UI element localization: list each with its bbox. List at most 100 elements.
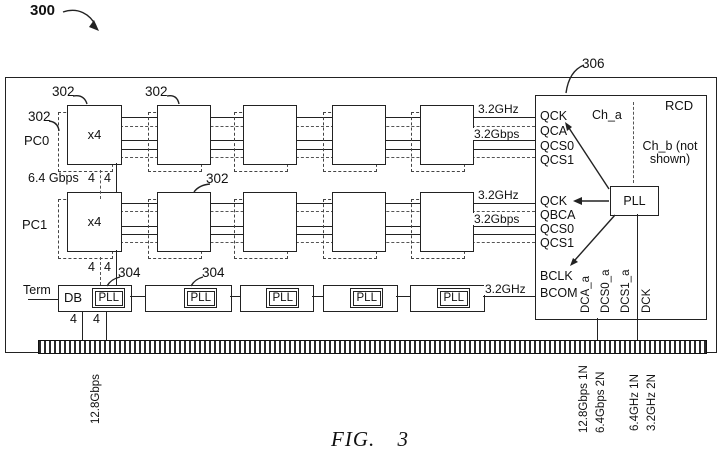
arrowhead [89,20,99,31]
stack-bus-dashed [100,170,101,199]
rcd-pin-label: DCK [641,288,653,313]
rcd-pin-label: DCS1_a [620,269,632,313]
rate-label-64gbps: 6.4 Gbps [28,171,79,185]
rcd-dck-line [637,214,638,340]
ref-label-306: 306 [582,56,605,71]
rcd-channel-b-line1: Ch_b (not [642,139,698,153]
chip-width-label: x4 [87,127,102,142]
bus-width-label: 4 [104,171,111,185]
db-label: DB [64,290,83,305]
rcd-pin-label: DCS0_a [600,269,612,313]
term-line [28,299,58,300]
host-rate-label: 12.8Gbps [90,374,102,424]
chain-line [312,296,323,297]
memory-chip [157,192,211,252]
channel-label-pc1: PC1 [22,217,48,232]
bus-width-label: 4 [93,312,100,326]
bus-line-dashed-b1 [120,211,535,212]
stack-bus [116,163,117,192]
chain-line [396,296,410,297]
host-rate-label: 6.4Gbps 2N [595,371,607,433]
pll-label: PLL [186,290,215,306]
ref-label-304: 304 [118,265,141,280]
host-rate-label: 12.8Gbps 1N [578,365,590,433]
rate-label: 3.2Gbps [473,127,521,141]
rate-label: 3.2GHz [477,102,520,116]
pll-box: PLL [266,288,300,308]
rate-label: 3.2Gbps [473,212,521,226]
rcd-signal: QBCA [540,208,576,222]
pll-box: PLL [92,288,126,308]
pll-label: PLL [439,290,468,306]
rcd-title: RCD [665,98,694,113]
host-rate-label: 6.4GHz 1N [629,374,641,431]
rcd-channel-divider [633,102,634,183]
rcd-channel-b-label: Ch_b (not shown) [637,140,703,166]
term-label: Term [23,283,51,297]
rcd-pin-label: DCA_a [580,275,592,313]
bus-line-dashed-a2 [120,157,535,158]
rcd-signal: QCS1 [540,153,575,167]
ref-label-302: 302 [28,109,51,124]
figure-ref-300: 300 [30,2,56,19]
pll-box: PLL [437,288,471,308]
pll-label: PLL [352,290,381,306]
memory-chip-x4: x4 [67,192,122,252]
bus-line-qbca-b [120,226,535,227]
rcd-pll-box: PLL [610,186,659,216]
memory-chip [243,105,297,165]
chain-line [130,296,145,297]
chain-line [483,296,535,297]
memory-chip [243,192,297,252]
host-rate-label: 3.2GHz 2N [646,374,658,431]
bus-line-qcs0-a [120,149,535,150]
stack-bus [116,250,117,285]
memory-chip [332,192,386,252]
memory-chip-x4: x4 [67,105,122,165]
db-host-bus [82,310,83,340]
bus-line-qck-b [120,203,535,204]
memory-chip [157,105,211,165]
chip-width-label: x4 [87,214,102,229]
bus-line-qck-a [120,117,535,118]
memory-chip [420,105,474,165]
ref-label-304: 304 [202,265,225,280]
rcd-signal: QCA [540,124,568,138]
rate-label: 3.2GHz [477,188,520,202]
bus-line-qca-a [120,140,535,141]
fig-caption: FIG. 3 [331,427,409,451]
memory-chip [332,105,386,165]
rcd-signal: QCK [540,194,568,208]
bus-line-qcs0-b [120,234,535,235]
rcd-channel-b-line2: shown) [649,152,691,166]
rcd-channel-a-label: Ch_a [592,108,622,122]
pll-label: PLL [94,290,123,306]
rcd-signal: BCLK [540,269,573,283]
ref-label-302: 302 [145,84,168,99]
ref-label-302: 302 [206,171,229,186]
stack-bus-dashed [100,257,101,285]
bus-line-dashed-b2 [120,242,535,243]
pll-label: PLL [268,290,297,306]
channel-label-pc0: PC0 [24,133,50,148]
rcd-signal: BCOM [540,286,578,300]
ref-300-arrow [62,9,97,27]
rcd-block [535,95,707,320]
rcd-signal: QCS1 [540,236,575,250]
bus-line-dashed-a1 [120,126,535,127]
rcd-signal: QCK [540,109,568,123]
chain-line [230,296,240,297]
bus-width-label: 4 [88,171,95,185]
pll-box: PLL [350,288,384,308]
ref-label-302: 302 [52,84,75,99]
bus-width-label: 4 [70,312,77,326]
bus-width-label: 4 [104,260,111,274]
rate-label-bclk: 3.2GHz [484,282,527,296]
bus-width-label: 4 [88,260,95,274]
memory-chip [420,192,474,252]
rcd-pll-label: PLL [623,194,646,208]
rcd-signal: QCS0 [540,222,575,236]
pll-box: PLL [184,288,218,308]
rcd-host-line [597,318,598,340]
